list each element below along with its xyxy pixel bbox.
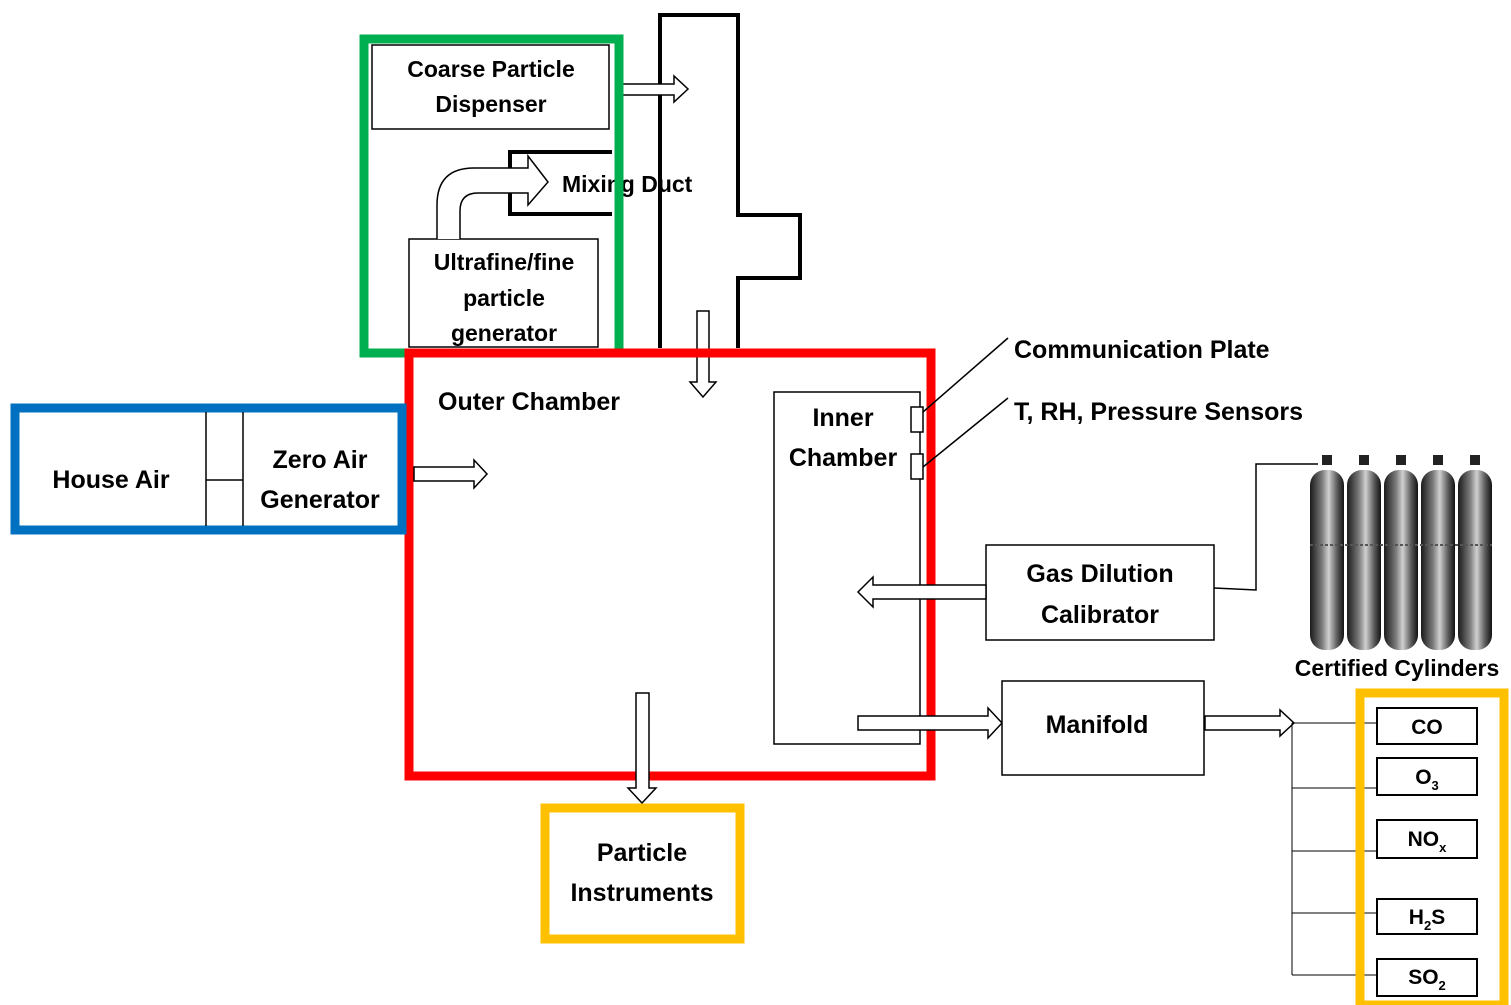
inner-chamber-label-line2: Chamber	[789, 444, 898, 472]
sensor-port	[911, 454, 923, 479]
ultrafine-label-line1: Ultrafine/fine	[434, 249, 575, 275]
cylinder-connection-line	[1214, 464, 1318, 590]
co-label: CO	[1411, 716, 1443, 739]
certified-cylinders	[1310, 455, 1492, 650]
sensors-leader	[923, 398, 1008, 467]
inner-chamber-label-line1: Inner	[812, 404, 873, 432]
zero-air-label-line1: Zero Air	[273, 446, 368, 474]
gas-dilution-label-line1: Gas Dilution	[1026, 560, 1173, 588]
arrow-manifold-to-analyzers	[1205, 710, 1294, 736]
communication-plate-label: Communication Plate	[1014, 336, 1270, 364]
cylinder	[1458, 455, 1492, 650]
cylinder	[1384, 455, 1418, 650]
outer-chamber-label: Outer Chamber	[438, 388, 620, 416]
zero-air-label-line2: Generator	[260, 486, 380, 514]
ultrafine-label-line2: particle	[463, 285, 545, 311]
cylinder	[1421, 455, 1455, 650]
sensors-label: T, RH, Pressure Sensors	[1014, 398, 1303, 426]
mixing-duct-label: Mixing Duct	[562, 171, 693, 197]
particle-instruments-label-line2: Instruments	[570, 879, 713, 907]
arrow-chamber-to-particle-instruments	[628, 693, 656, 803]
arrow-coarse-to-duct	[622, 76, 688, 102]
certified-cylinders-label: Certified Cylinders	[1295, 655, 1500, 681]
particle-instruments	[545, 808, 740, 939]
coarse-label-line2: Dispenser	[435, 91, 546, 117]
cylinder	[1310, 455, 1344, 650]
arrow-zero-air-to-chamber	[414, 460, 487, 488]
cylinder	[1347, 455, 1381, 650]
communication-plate-leader	[923, 338, 1008, 412]
manifold-label: Manifold	[1046, 711, 1149, 739]
particle-instruments-label-line1: Particle	[597, 839, 687, 867]
house-air-label: House Air	[52, 466, 169, 494]
communication-plate	[911, 407, 923, 432]
arrow-generator-to-duct	[437, 156, 548, 239]
ultrafine-label-line3: generator	[451, 320, 557, 346]
coarse-label-line1: Coarse Particle	[407, 56, 574, 82]
gas-dilution-label-line2: Calibrator	[1041, 601, 1159, 629]
